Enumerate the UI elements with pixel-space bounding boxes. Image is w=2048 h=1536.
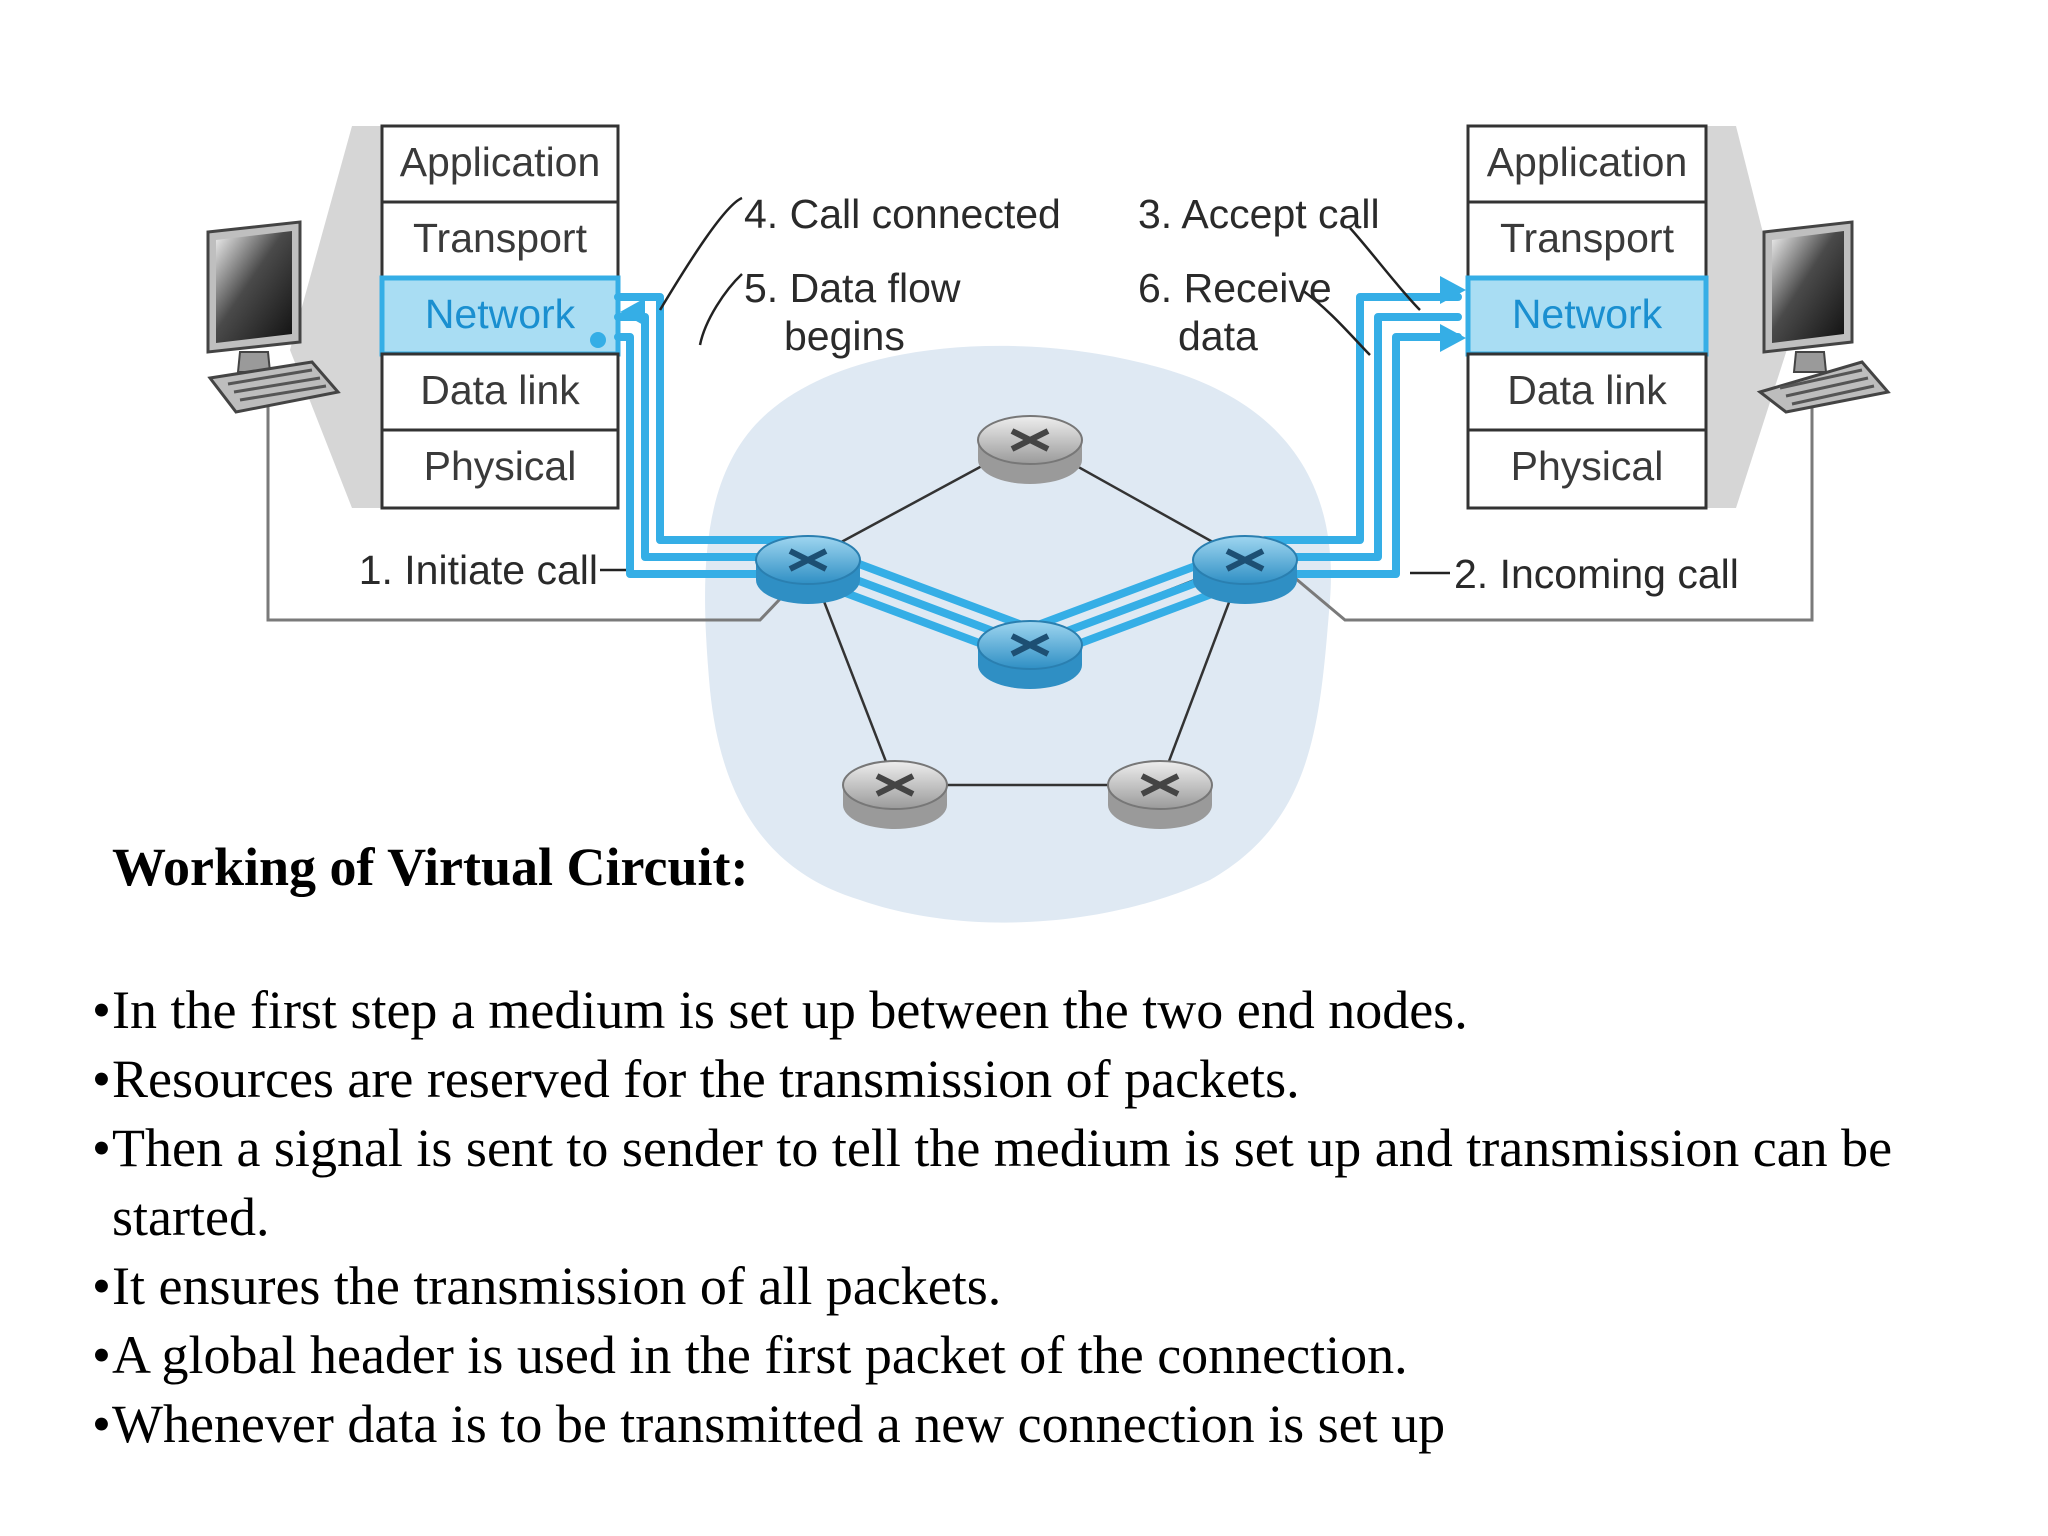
right-layer-network: Network [1512,291,1663,337]
page-heading: Working of Virtual Circuit: [112,837,749,897]
list-item: •It ensures the transmission of all pack… [92,1252,2012,1321]
left-layer-data-link: Data link [420,367,580,413]
right-host-wire [1294,390,1814,622]
step-accept-call: 3. Accept call [1138,191,1380,237]
bullet-text: Resources are reserved for the transmiss… [112,1049,1300,1109]
bullet-icon: • [92,980,111,1040]
router-bottom-left-icon [842,760,948,829]
list-item: •Then a signal is sent to sender to tell… [92,1114,2012,1252]
right-stack-shade [1706,126,1790,508]
list-item: •Whenever data is to be transmitted a ne… [92,1390,2012,1459]
arrow-left-network-icon [620,298,645,326]
bullet-list: •In the first step a medium is set up be… [92,976,2012,1459]
bullet-text: In the first step a medium is set up bet… [112,980,1468,1040]
list-item: •In the first step a medium is set up be… [92,976,2012,1045]
step-data-flow-line2: begins [784,313,905,359]
step-receive-data-line2: data [1178,313,1258,359]
bullet-icon: • [92,1118,111,1178]
bullet-icon: • [92,1049,111,1109]
router-center-icon [977,620,1083,689]
step-call-connected: 4. Call connected [744,191,1061,237]
left-stack-shade [290,126,382,508]
left-protocol-stack: Application Transport Network Data link … [379,124,621,510]
right-layer-physical: Physical [1511,443,1664,489]
arrow-left-origin-dot [590,332,606,348]
list-item: •Resources are reserved for the transmis… [92,1045,2012,1114]
bullet-text: It ensures the transmission of all packe… [112,1256,1002,1316]
list-item: •A global header is used in the first pa… [92,1321,2012,1390]
step-receive-data-line1: 6. Receive [1138,265,1332,311]
left-layer-application: Application [400,139,601,185]
right-computer-icon [1756,220,1891,414]
bullet-icon: • [92,1256,111,1316]
router-right-edge-icon [1192,535,1298,604]
right-layer-data-link: Data link [1507,367,1667,413]
left-computer-icon [206,220,341,414]
bullet-text: A global header is used in the first pac… [112,1325,1408,1385]
bullet-icon: • [92,1394,111,1454]
router-top-icon [977,415,1083,484]
left-layer-transport: Transport [413,215,588,261]
left-layer-network: Network [425,291,576,337]
bullet-text: Then a signal is sent to sender to tell … [112,1118,1893,1247]
bullet-icon: • [92,1325,111,1385]
step-data-flow-line1: 5. Data flow [744,265,961,311]
right-protocol-stack: Application Transport Network Data link … [1465,124,1709,510]
step-incoming-call: 2. Incoming call [1454,551,1739,597]
right-layer-application: Application [1487,139,1688,185]
right-layer-transport: Transport [1500,215,1675,261]
arrow-right-accept-icon [1440,276,1466,304]
arrow-right-receive-icon [1440,324,1466,352]
router-left-edge-icon [755,535,861,604]
left-layer-physical: Physical [424,443,577,489]
leader-lines [600,196,1450,575]
bullet-text: Whenever data is to be transmitted a new… [112,1394,1446,1454]
router-bottom-right-icon [1107,760,1213,829]
step-initiate-call: 1. Initiate call [359,547,598,593]
